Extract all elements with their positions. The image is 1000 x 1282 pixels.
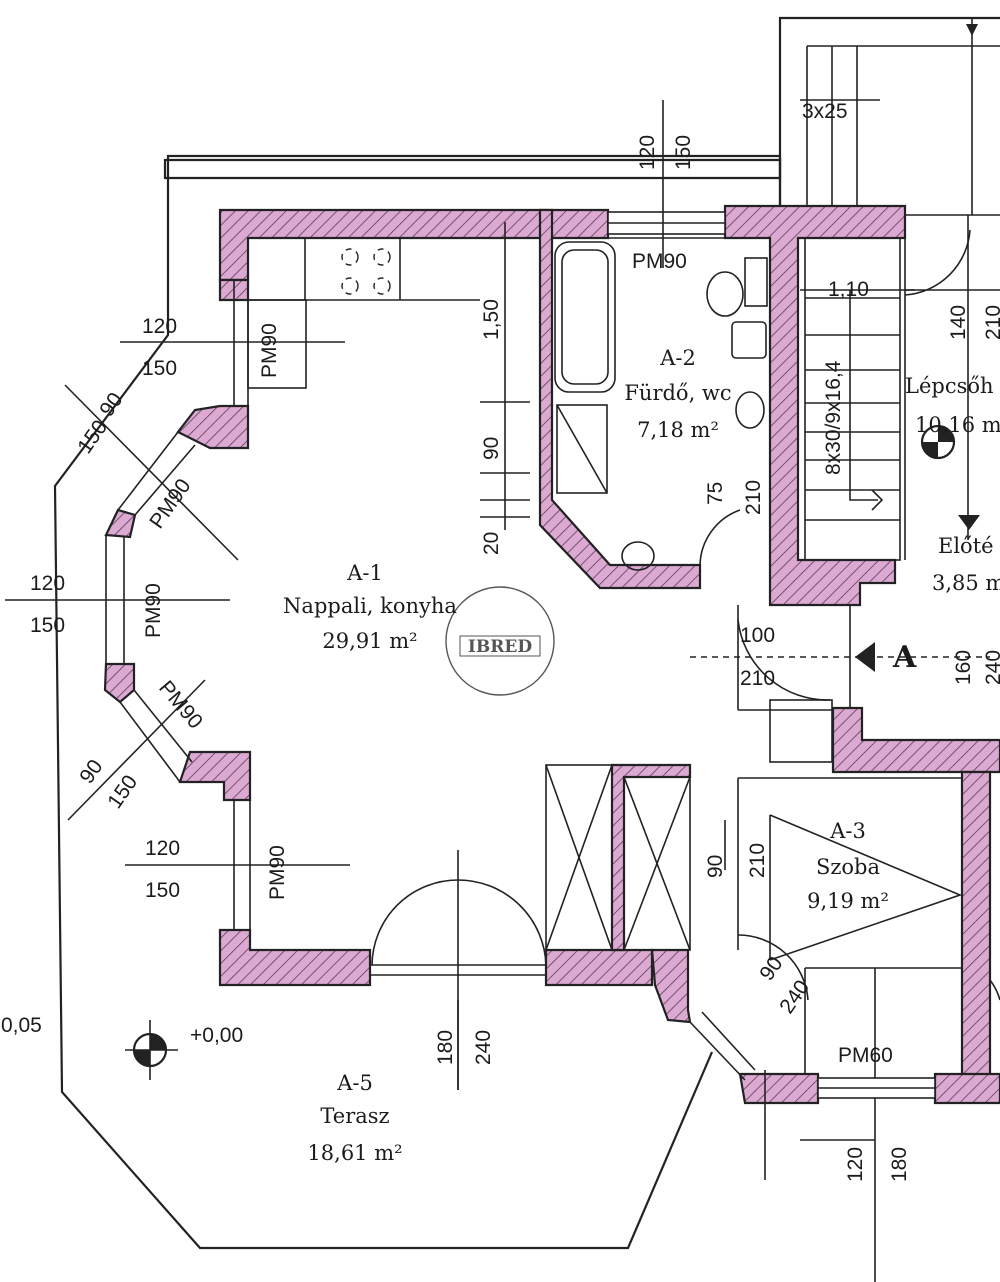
dim-left3-150: 150 — [145, 879, 180, 902]
dim-room3-90: 90 — [704, 855, 727, 878]
dim-kitchen-150: 1,50 — [480, 299, 503, 340]
room-a3-area: 9,19 m² — [807, 889, 889, 913]
dim-diag-90: 90 — [95, 389, 127, 421]
level-label-zero: +0,00 — [190, 1024, 243, 1047]
dim-right-240: 240 — [982, 650, 1000, 685]
room-a1-code: A-1 — [346, 561, 383, 585]
dim-left2-120: 120 — [30, 572, 65, 595]
dim-kitchen-90: 90 — [480, 437, 503, 460]
level-marker-stair — [920, 424, 980, 530]
door-swings — [371, 229, 1000, 1001]
room-a3-name: Szoba — [816, 855, 880, 879]
room-stair-name: Lépcsőh — [905, 374, 994, 398]
dim-diag3-240: 240 — [775, 976, 814, 1018]
door-label-kitchen-window: PM90 — [258, 323, 281, 378]
level-marker-zero — [125, 1020, 178, 1080]
door-label-left-bottom: PM90 — [266, 845, 289, 900]
room-hall-area: 3,85 m² — [932, 571, 1000, 595]
dim-top-120: 120 — [636, 135, 659, 170]
level-label-minus: -0,05 — [0, 1014, 42, 1037]
watermark-logo: IBRED — [445, 586, 555, 696]
dim-left2-150: 150 — [30, 614, 65, 637]
room-stair-area: 10,16 m² — [915, 413, 1000, 437]
entry-steps — [778, 16, 1000, 215]
dim-right-160: 160 — [952, 650, 975, 685]
room-a5-area: 18,61 m² — [307, 1141, 402, 1165]
dim-kitchen-20: 20 — [480, 532, 503, 555]
section-label: A — [892, 640, 917, 675]
door-label-room3: PM60 — [838, 1044, 893, 1067]
dim-stair-110: 1,10 — [828, 278, 869, 301]
room-a1-name: Nappali, konyha — [283, 594, 457, 618]
room-a3-code: A-3 — [829, 819, 866, 843]
room-a5-name: Terasz — [320, 1104, 389, 1128]
dim-top-150: 150 — [672, 135, 695, 170]
dim-left1-120: 120 — [142, 315, 177, 338]
room-a1-area: 29,91 m² — [322, 629, 417, 653]
room-a2-name: Fürdő, wc — [624, 381, 731, 405]
dim-left1-150: 150 — [142, 357, 177, 380]
dim-stair-steps: 8x30/9x16,4 — [822, 360, 845, 475]
dim-right-140: 140 — [947, 305, 970, 340]
watermark-text: IBRED — [468, 637, 532, 657]
door-label-bath: PM90 — [632, 250, 687, 273]
terrace-boundary — [53, 154, 780, 1250]
dim-terrace-240: 240 — [472, 1030, 495, 1065]
dim-right-210: 210 — [982, 305, 1000, 340]
room-hall-name: Előté — [938, 534, 994, 558]
dim-diag2-90: 90 — [75, 756, 107, 788]
dim-bottom-180: 180 — [888, 1147, 911, 1182]
dim-diag3-90: 90 — [755, 953, 787, 985]
dimension-lines — [5, 100, 1000, 1180]
door-label-bay-1: PM90 — [145, 475, 195, 533]
dim-door-100: 100 — [740, 624, 775, 647]
room-a5-code: A-5 — [336, 1071, 373, 1095]
dim-bottom-120: 120 — [844, 1147, 867, 1182]
dim-terrace-180: 180 — [434, 1030, 457, 1065]
dim-bath-210: 210 — [742, 480, 765, 515]
dim-room3-210: 210 — [746, 843, 769, 878]
dim-door-210: 210 — [740, 667, 775, 690]
door-label-bay-2: PM90 — [142, 583, 165, 638]
room-a2-area: 7,18 m² — [637, 418, 719, 442]
dim-left3-120: 120 — [145, 837, 180, 860]
dim-bath-75: 75 — [704, 482, 727, 505]
dim-diag-150: 150 — [73, 416, 112, 458]
dim-steps: 3x25 — [802, 100, 848, 123]
room-a2-code: A-2 — [659, 346, 696, 370]
